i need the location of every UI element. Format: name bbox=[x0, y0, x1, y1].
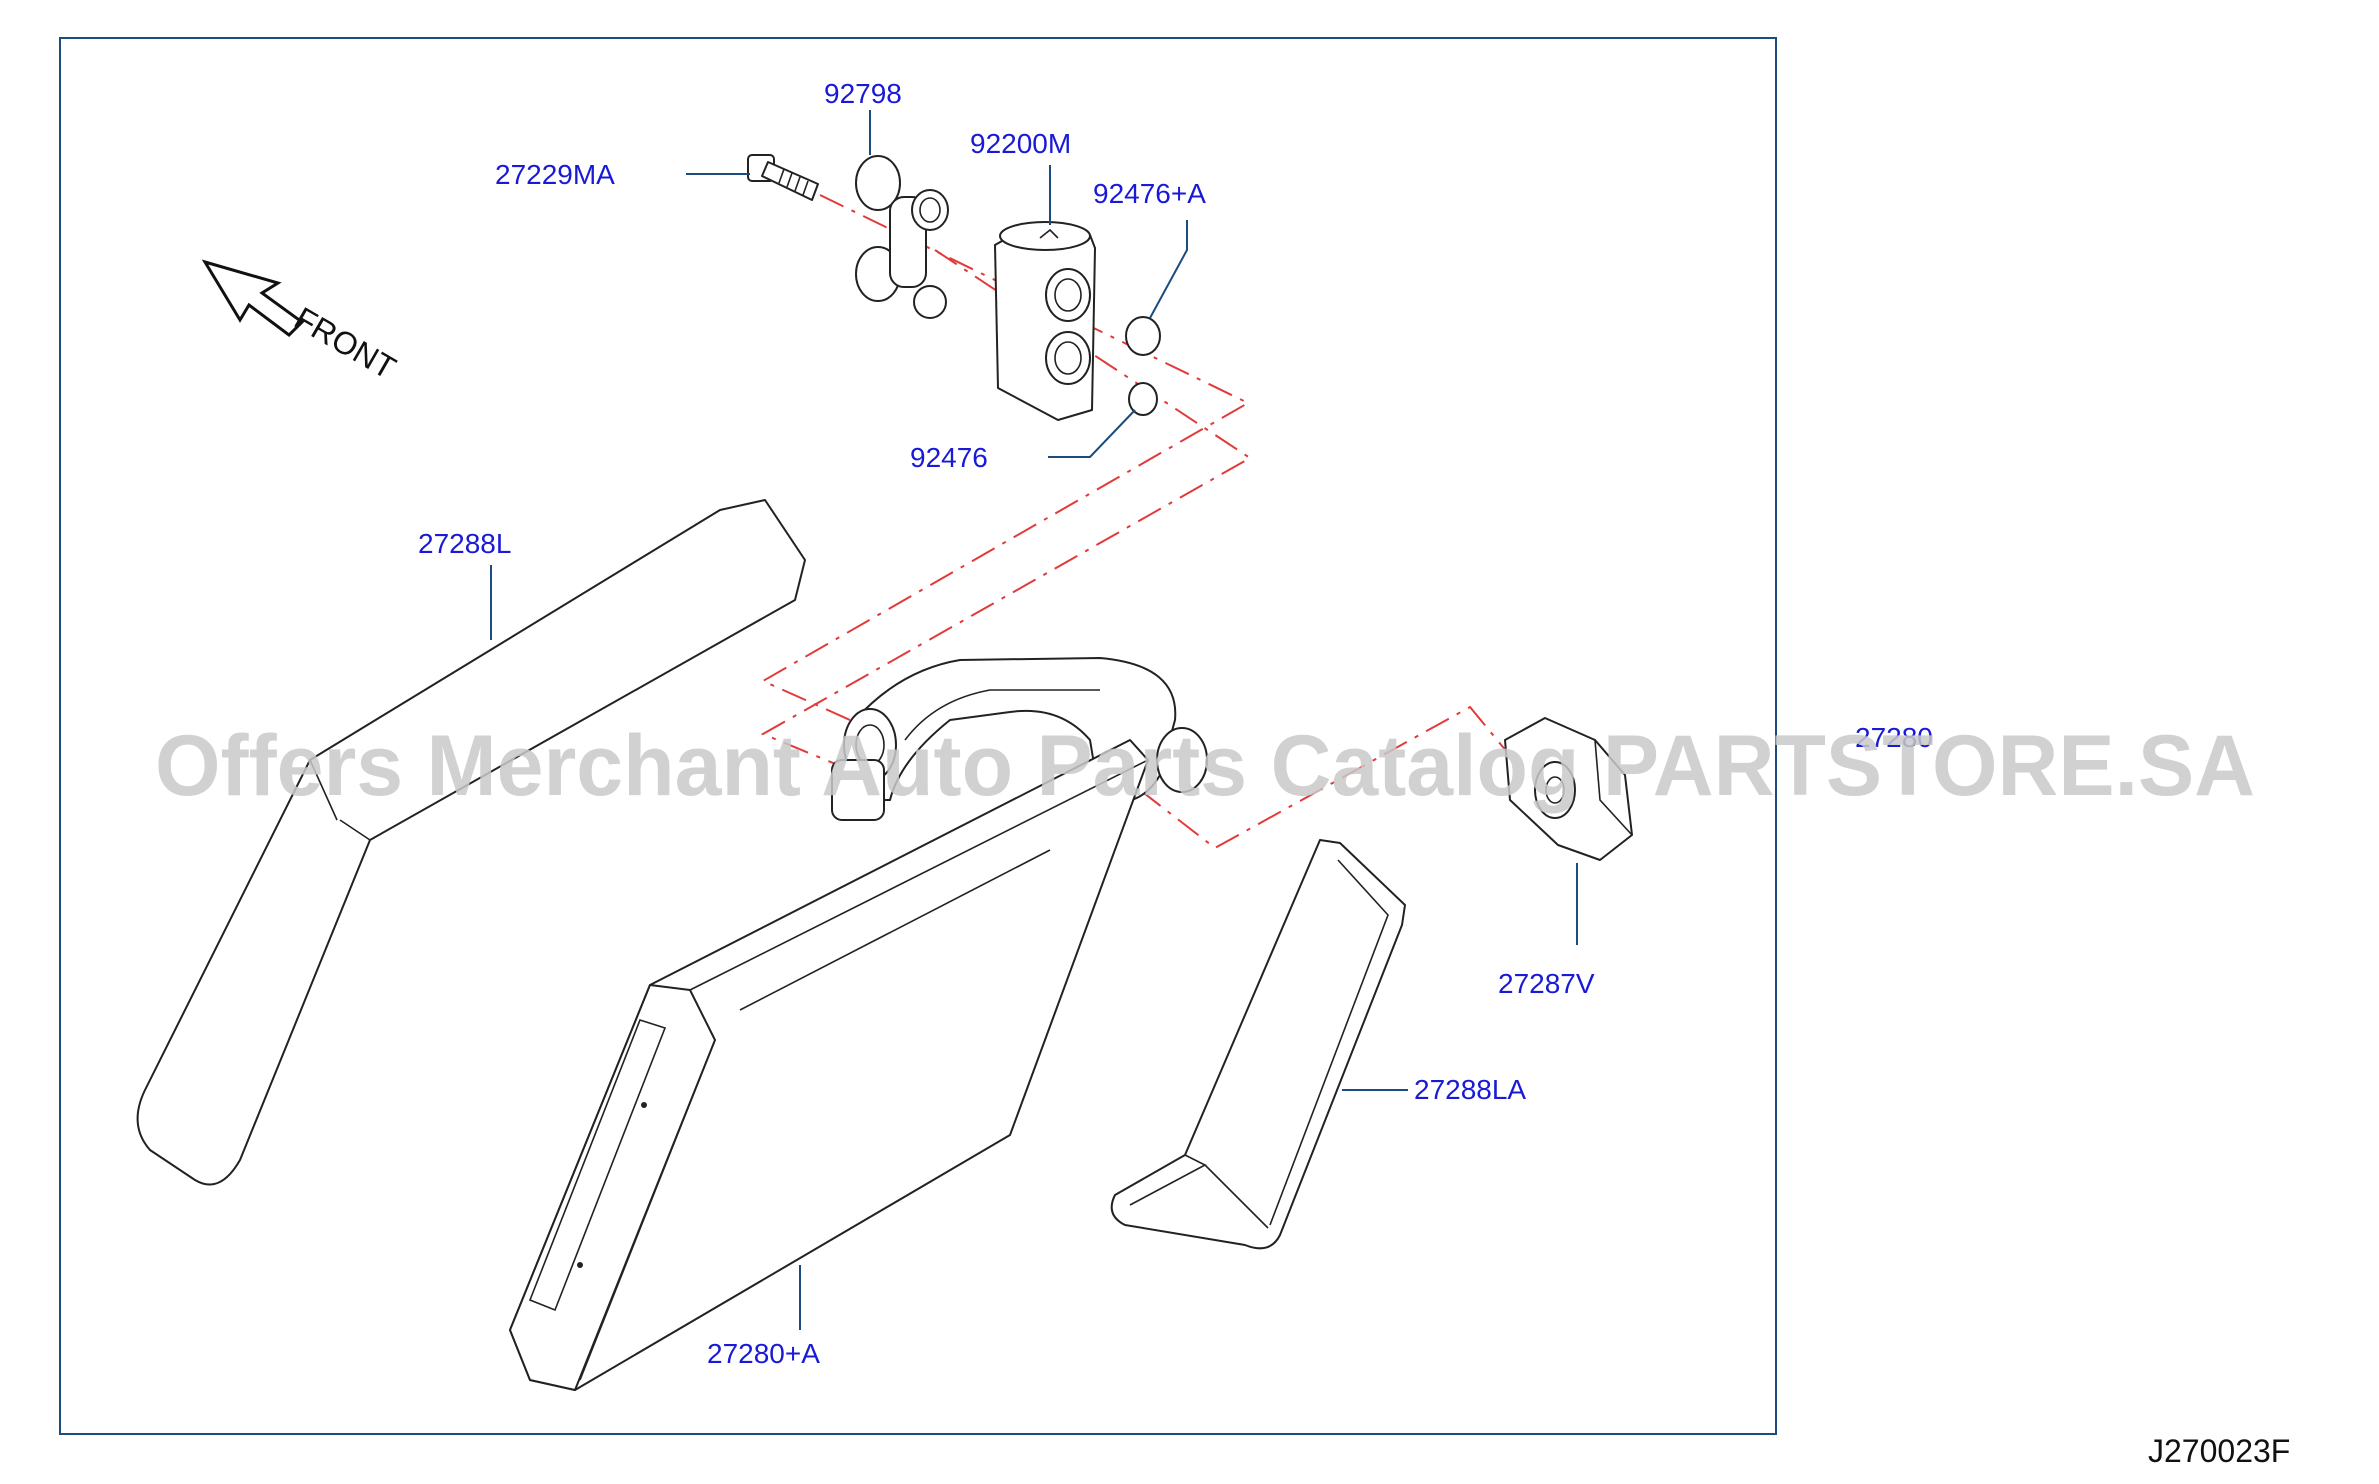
centerlines bbox=[760, 194, 1531, 850]
o-ring-a-part bbox=[1125, 316, 1161, 356]
insulator-left-part bbox=[136, 499, 806, 1186]
label-27288L: 27288L bbox=[418, 528, 511, 559]
o-ring-b-part bbox=[1128, 382, 1158, 416]
front-arrow-icon bbox=[201, 259, 305, 337]
label-27229MA: 27229MA bbox=[495, 159, 615, 190]
diagram-frame bbox=[59, 37, 1777, 1435]
leader-lines bbox=[490, 110, 1578, 1330]
evaporator-core-part bbox=[509, 739, 1149, 1391]
label-92476: 92476 bbox=[910, 442, 988, 473]
label-92476-A: 92476+A bbox=[1093, 178, 1206, 209]
label-27287V: 27287V bbox=[1498, 968, 1595, 999]
label-92200M: 92200M bbox=[970, 128, 1071, 159]
drawing-code: J270023F bbox=[2148, 1433, 2290, 1469]
front-label: FRONT bbox=[289, 300, 402, 386]
label-27280-partial: 27280 bbox=[1855, 722, 1933, 753]
label-92798: 92798 bbox=[824, 78, 902, 109]
expansion-valve-part bbox=[994, 221, 1096, 421]
label-27280-A: 27280+A bbox=[707, 1338, 820, 1369]
sensor-clip-part bbox=[1504, 717, 1633, 861]
insulator-right-part bbox=[1110, 839, 1406, 1250]
label-27288LA: 27288LA bbox=[1414, 1074, 1526, 1105]
o-ring-small-part bbox=[855, 155, 949, 319]
watermark-text: Offers Merchant Auto Parts Catalog PARTS… bbox=[155, 718, 2255, 814]
bolt-part bbox=[747, 154, 819, 201]
